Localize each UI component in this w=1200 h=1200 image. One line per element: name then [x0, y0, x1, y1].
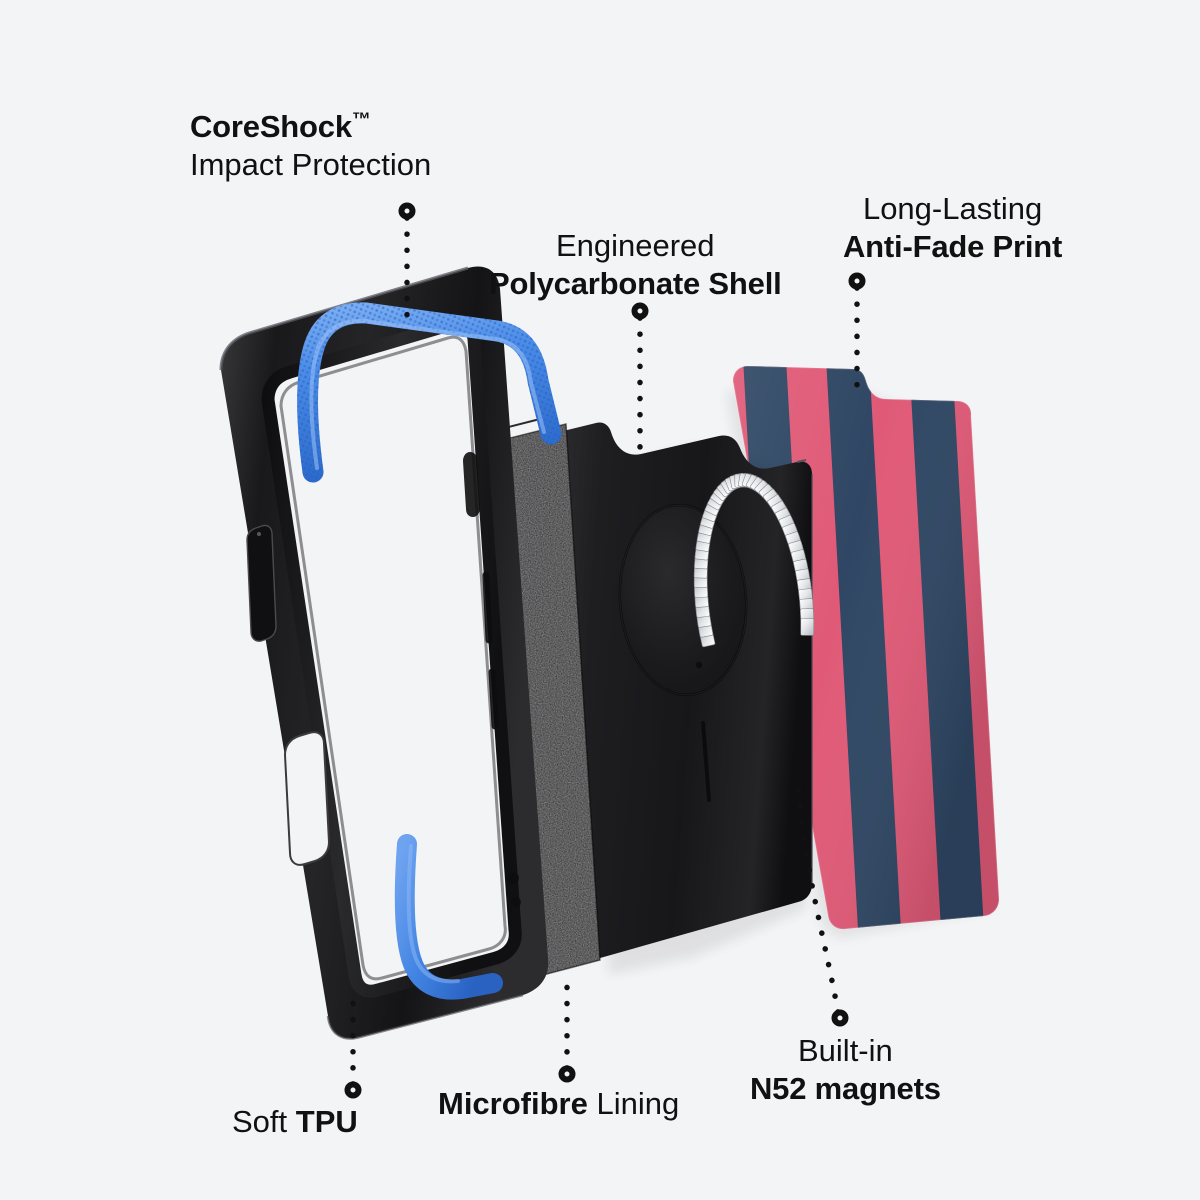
callout-coreshock-line2: Impact Protection — [190, 146, 432, 182]
callout-n52-magnets: Built-in N52 magnets — [750, 1032, 941, 1108]
leader-lines — [350, 215, 860, 1087]
callout-microfibre-bold: Microfibre — [438, 1086, 588, 1121]
polycarbonate-shell — [546, 422, 813, 975]
callout-soft-tpu-bold: TPU — [295, 1104, 358, 1139]
magnet-ring — [693, 472, 815, 648]
callout-magnets-line2: N52 magnets — [750, 1070, 941, 1106]
leader-magnets — [796, 787, 841, 1015]
tpu-blue-accent-bottom — [394, 834, 503, 1000]
callout-polycarbonate: Engineered Polycarbonate Shell — [489, 227, 782, 303]
leader-end-markers — [344, 202, 866, 1099]
callout-antifade-print: Long-Lasting Anti-Fade Print — [843, 190, 1062, 266]
callout-microfibre-regular: Lining — [587, 1086, 680, 1121]
callout-soft-tpu: Soft TPU — [232, 1103, 358, 1141]
callout-polycarbonate-line2: Polycarbonate Shell — [489, 265, 782, 301]
trademark-symbol: ™ — [351, 109, 371, 131]
callout-microfibre-lining: Microfibre Lining — [438, 1085, 679, 1123]
callout-antifade-line1: Long-Lasting — [862, 191, 1043, 226]
callout-coreshock-line1: CoreShock™ — [190, 109, 371, 144]
callout-polycarbonate-line1: Engineered — [555, 228, 715, 263]
tpu-blue-accent-top — [297, 302, 562, 483]
callout-antifade-line2: Anti-Fade Print — [843, 228, 1063, 264]
callout-coreshock: CoreShock™ Impact Protection — [190, 108, 431, 184]
callout-magnets-line1: Built-in — [798, 1033, 893, 1068]
callout-soft-tpu-regular: Soft — [232, 1104, 296, 1139]
